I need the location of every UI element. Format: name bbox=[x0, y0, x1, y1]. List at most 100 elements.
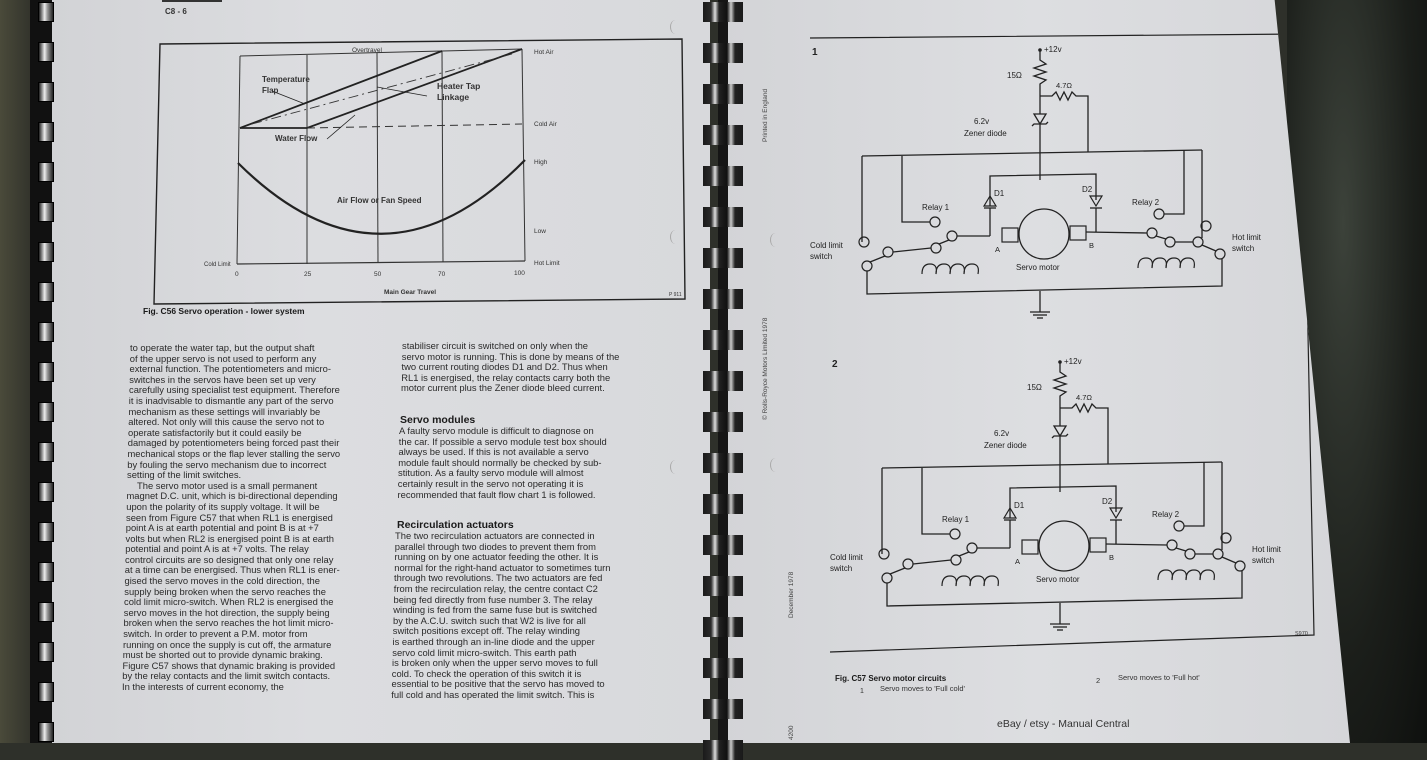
cold-limit-label: Cold limit bbox=[810, 241, 844, 250]
binding-ring bbox=[703, 43, 743, 63]
text-line: it is inadvisable to dismantle any part … bbox=[128, 394, 334, 406]
binding-ring bbox=[38, 482, 54, 502]
page-code: 4200 bbox=[788, 725, 795, 740]
label-hot-air: Hot Air bbox=[534, 49, 554, 56]
binding-ring bbox=[703, 699, 743, 719]
binding-ring bbox=[38, 442, 54, 462]
subcaption-2-number: 2 bbox=[1096, 676, 1101, 685]
point-a-label: A bbox=[1015, 557, 1020, 566]
binding-ring bbox=[38, 562, 54, 582]
binding-left bbox=[30, 0, 54, 743]
text-line: from the recirculation relay, the centre… bbox=[393, 582, 598, 594]
circuit-number: 1 bbox=[812, 47, 818, 58]
page-number: C8 - 6 bbox=[165, 7, 187, 16]
text-line: through two revolutions. The two actuato… bbox=[394, 572, 603, 584]
text-line: The two recirculation actuators are conn… bbox=[395, 530, 595, 541]
binding-ring bbox=[38, 2, 54, 22]
binding-ring bbox=[703, 658, 743, 678]
text-line: normal for the right-hand actuator to so… bbox=[394, 561, 611, 573]
text-line: potential and point A is at +7 volts. Th… bbox=[125, 543, 309, 555]
text-line: switch. In order to prevent a P.M. motor… bbox=[123, 628, 308, 640]
x-tick: 25 bbox=[304, 271, 312, 278]
binding-ring bbox=[38, 202, 54, 222]
text-line: cold. To check the operation of this swi… bbox=[391, 667, 582, 679]
servo-motor-label: Servo motor bbox=[1036, 575, 1080, 584]
text-line: full cold and has operated the limit swi… bbox=[391, 688, 595, 700]
text-line: by the A.C.U. switch such that W2 is liv… bbox=[393, 614, 586, 626]
label-heater-tap: Heater Tap bbox=[437, 81, 480, 91]
punch-mark bbox=[670, 20, 681, 34]
text-line: mechanism as these settings will invaria… bbox=[128, 405, 321, 417]
text-line: is earthed through an in-line diode and … bbox=[392, 635, 595, 647]
subcaption-2: Servo moves to 'Full hot' bbox=[1118, 673, 1200, 682]
label-linkage: Linkage bbox=[437, 92, 469, 102]
figure-ref-code: P 911 bbox=[669, 292, 682, 298]
zener-voltage: 6.2v bbox=[994, 429, 1009, 438]
text-line: seen from Figure C57 that when RL1 is en… bbox=[126, 511, 333, 523]
diode-d2-label: D2 bbox=[1102, 497, 1113, 506]
text-line: switches in the servos have been set up … bbox=[129, 373, 316, 385]
binding-ring bbox=[703, 371, 743, 391]
text-line: broken when the servo reaches the hot li… bbox=[123, 617, 334, 629]
text-line: gised the servo moves in the cold direct… bbox=[124, 575, 320, 587]
binding-ring bbox=[38, 402, 54, 422]
resistor-15-label: 15Ω bbox=[1007, 71, 1022, 80]
text-line: supply being broken when the servo reach… bbox=[124, 585, 326, 597]
subcaption-1: Servo moves to 'Full cold' bbox=[880, 684, 965, 693]
text-line: certainly result in the servo not operat… bbox=[397, 477, 584, 489]
diode-d1-label: D1 bbox=[1014, 501, 1025, 510]
text-line: external function. The potentiometers an… bbox=[129, 363, 332, 375]
figure-c56-caption: Fig. C56 Servo operation - lower system bbox=[143, 306, 305, 316]
cold-limit-label: switch bbox=[830, 564, 852, 573]
relay-1-label: Relay 1 bbox=[942, 515, 970, 524]
text-line: winding is fed from the same fuse but is… bbox=[393, 604, 597, 616]
text-line: damaged by potentiometers being forced p… bbox=[127, 437, 340, 449]
text-line: by the relay contacts and the limit swit… bbox=[122, 670, 331, 682]
text-line: essential to be positive that the servo … bbox=[391, 678, 605, 690]
x-tick: 50 bbox=[374, 271, 382, 278]
text-line: to operate the water tap, but the output… bbox=[130, 342, 315, 353]
diode-d1-label: D1 bbox=[994, 189, 1005, 198]
text-line: running on once the supply is cut off, t… bbox=[123, 638, 332, 650]
binding-ring bbox=[703, 248, 743, 268]
binding-ring bbox=[38, 322, 54, 342]
zener-label: Zener diode bbox=[964, 129, 1007, 138]
text-column-2-intro: stabiliser circuit is switched on only w… bbox=[401, 340, 620, 394]
text-line: Figure C57 shows that dynamic braking is… bbox=[122, 659, 336, 671]
binding-ring bbox=[38, 642, 54, 662]
binding-ring bbox=[703, 84, 743, 104]
text-line: stitution. As a faulty servo module will… bbox=[398, 467, 584, 479]
right-page: Printed in England © Rolls-Royce Motors … bbox=[722, 0, 1350, 743]
binding-ring bbox=[703, 535, 743, 555]
text-line: operate satisfactorily but it could easi… bbox=[128, 426, 302, 438]
background-left bbox=[0, 0, 30, 743]
text-line: magnet D.C. unit, which is bi-directiona… bbox=[126, 490, 338, 502]
hot-limit-label: Hot limit bbox=[1252, 545, 1282, 554]
watermark-text: eBay / etsy - Manual Central bbox=[997, 718, 1130, 730]
subcaption-1-number: 1 bbox=[860, 688, 864, 695]
resistor-15-label: 15Ω bbox=[1027, 383, 1042, 392]
binding-ring bbox=[703, 289, 743, 309]
label-temperature: Temperature bbox=[262, 75, 310, 84]
text-line: switch positions except off. The relay w… bbox=[392, 625, 581, 637]
label-flap: Flap bbox=[262, 86, 279, 95]
binding-ring bbox=[703, 330, 743, 350]
printed-in-england: Printed in England bbox=[762, 88, 769, 142]
text-line: RL1 is energised, the relay contacts car… bbox=[401, 371, 611, 383]
figure-c57-caption: Fig. C57 Servo motor circuits bbox=[835, 674, 947, 683]
text-line: servo moves in the hot direction, the su… bbox=[123, 606, 330, 618]
figure-ref-code: S970 bbox=[1295, 631, 1308, 637]
diode-d2-label: D2 bbox=[1082, 185, 1093, 194]
heading-servo-modules: Servo modules bbox=[400, 414, 476, 426]
binding-ring bbox=[703, 2, 743, 22]
label-cold-air: Cold Air bbox=[534, 121, 558, 128]
binding-ring bbox=[703, 494, 743, 514]
point-b-label: B bbox=[1089, 241, 1094, 250]
label-water-flow: Water Flow bbox=[275, 134, 318, 143]
point-a-label: A bbox=[995, 245, 1000, 254]
label-cold-limit: Cold Limit bbox=[204, 262, 231, 268]
text-line: In the interests of current economy, the bbox=[122, 681, 284, 692]
cold-limit-label: Cold limit bbox=[830, 553, 864, 562]
binding-ring bbox=[703, 207, 743, 227]
